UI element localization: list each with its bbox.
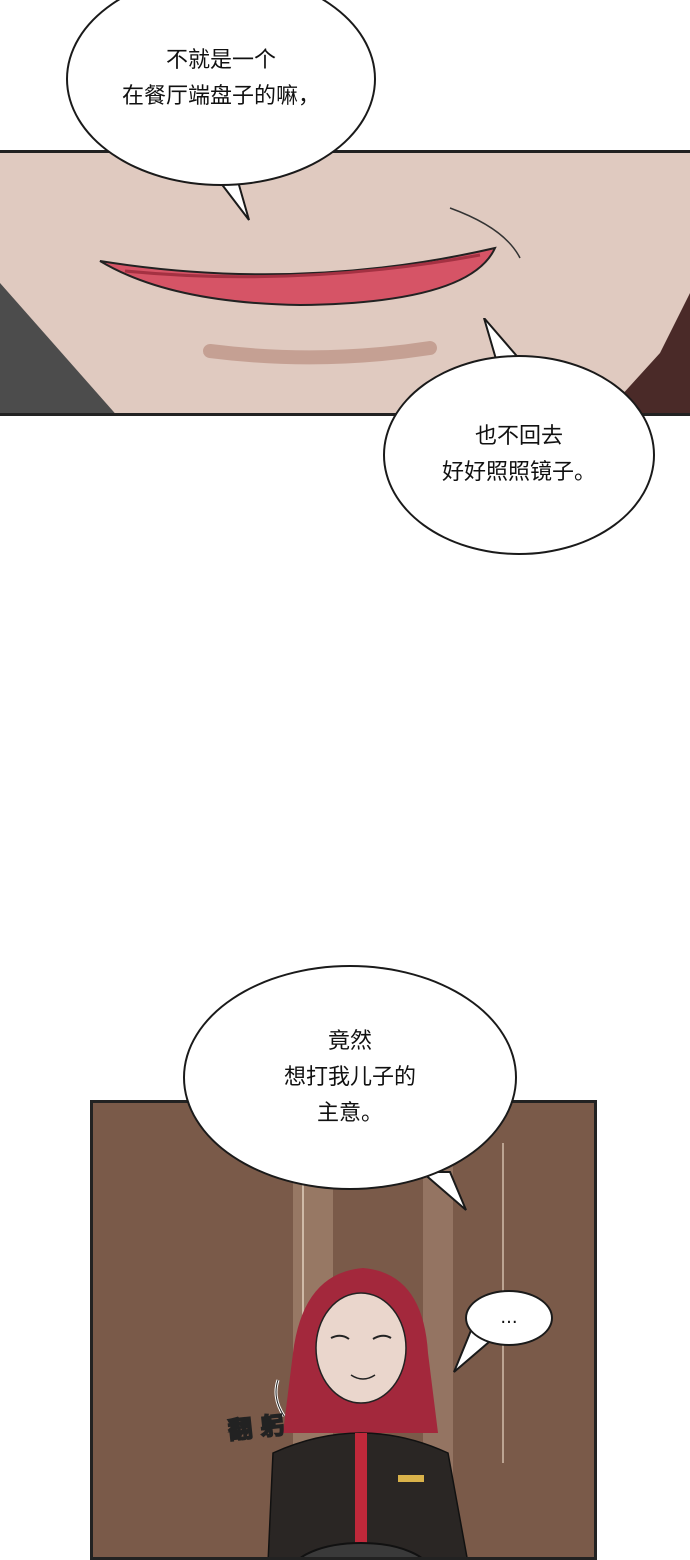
face xyxy=(315,1292,407,1404)
speech-bubble-1-text: 不就是一个 在餐厅端盘子的嘛， xyxy=(121,48,320,109)
speech-bubble-3: 竟然 想打我儿子的 主意。 xyxy=(183,965,517,1190)
sound-effect-text: 翻 躬 xyxy=(226,1409,287,1445)
speech-bubble-4: ... xyxy=(465,1290,553,1346)
name-badge xyxy=(398,1475,424,1482)
uniform xyxy=(267,1432,468,1557)
lower-lip-shadow xyxy=(203,341,437,365)
speech-bubble-4-text: ... xyxy=(500,1307,518,1328)
motion-line-icon xyxy=(274,1379,286,1417)
speech-bubble-1: 不就是一个 在餐厅端盘子的嘛， xyxy=(66,0,376,186)
hair-strand-right xyxy=(605,293,690,413)
dark-shadow-left xyxy=(0,283,115,413)
speech-bubble-2: 也不回去 好好照照镜子。 xyxy=(383,355,655,555)
uniform-stripe xyxy=(355,1433,367,1557)
speech-bubble-2-text: 也不回去 好好照照镜子。 xyxy=(441,424,596,485)
bubble-1-tail xyxy=(215,178,250,221)
speech-bubble-3-text: 竟然 想打我儿子的 主意。 xyxy=(283,1028,416,1126)
lips-panel xyxy=(0,150,690,416)
